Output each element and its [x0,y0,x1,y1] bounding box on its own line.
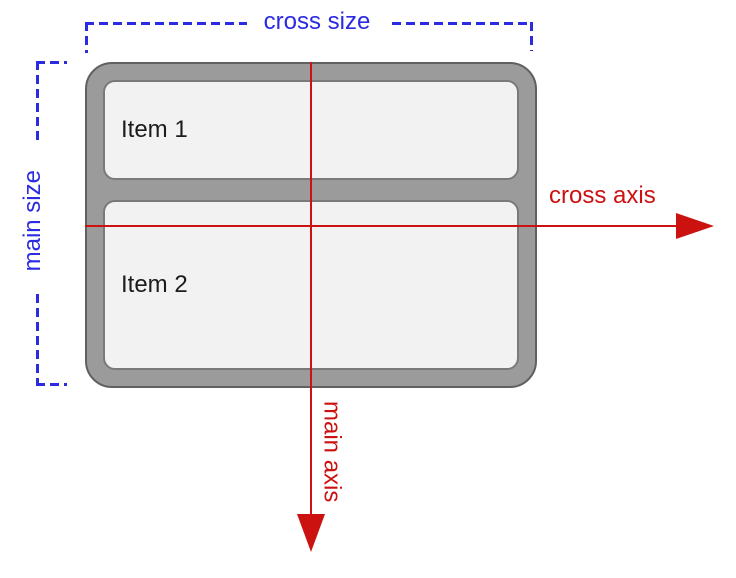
main-axis-label: main axis [318,401,346,503]
cross-axis-line [85,225,676,227]
main-axis-line [310,62,312,515]
cross-axis-label: cross axis [549,182,656,209]
cross-size-bracket-left-tick [85,22,88,53]
cross-size-bracket-right-segment [392,22,533,25]
cross-size-bracket-right-tick [530,22,533,51]
cross-axis-arrowhead [676,213,714,239]
main-size-bracket-bottom-segment [36,294,39,385]
flex-item-1-label: Item 1 [121,116,188,143]
main-size-label: main size [19,170,46,272]
cross-size-bracket-left-segment [85,22,247,25]
main-size-bracket-top-segment [36,61,39,143]
cross-size-label: cross size [263,8,371,35]
main-size-bracket-top-tick [36,61,67,64]
main-axis-arrowhead [297,514,325,552]
flex-item-2-label: Item 2 [121,271,188,298]
main-size-bracket-bottom-tick [36,383,67,386]
